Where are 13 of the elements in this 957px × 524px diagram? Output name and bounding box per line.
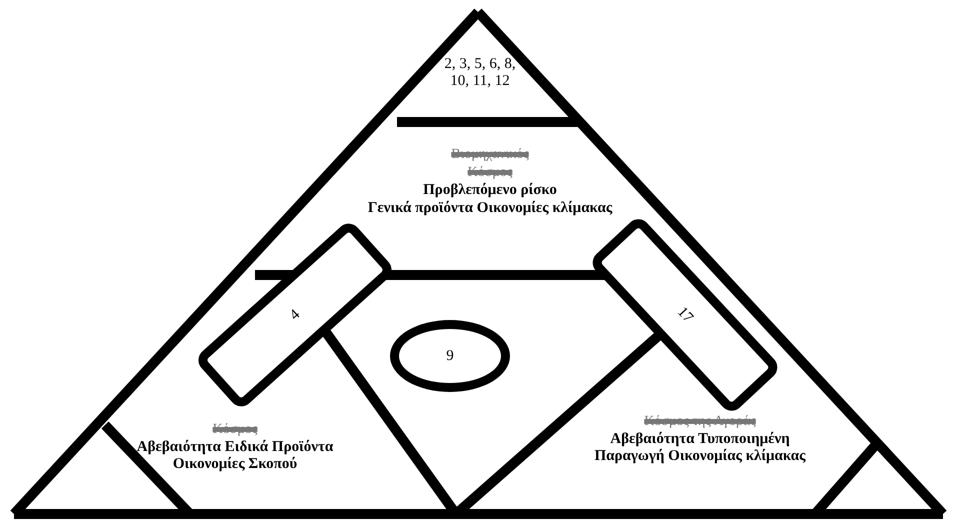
number-list: 2, 3, 5, 6, 8, 10, 11, 12 (435, 56, 525, 90)
struck-heading: Κόσμος της Αγοράς (643, 413, 757, 430)
struck-heading: Κόσμος (466, 164, 514, 181)
number-label: 4 (286, 306, 304, 324)
number-label: 17 (674, 304, 696, 326)
struck-heading: Κόσμος (212, 421, 258, 438)
section-text: Γενικά προϊόντα Οικονομίες κλίμακας (366, 200, 614, 217)
section-text: Αβεβαιότητα Τυποποιημένη Παραγωγή Οικονομίας κλίμακας (593, 431, 807, 465)
section-text: Προβλεπόμενο ρίσκο (422, 182, 558, 199)
number-label: 9 (446, 348, 454, 364)
struck-heading: Βιομηχανικός (450, 146, 530, 163)
section-text: Αβεβαιότητα Ειδικά Προϊόντα Οικονομίες Σκοπού (136, 439, 334, 473)
ellipse (390, 320, 510, 392)
